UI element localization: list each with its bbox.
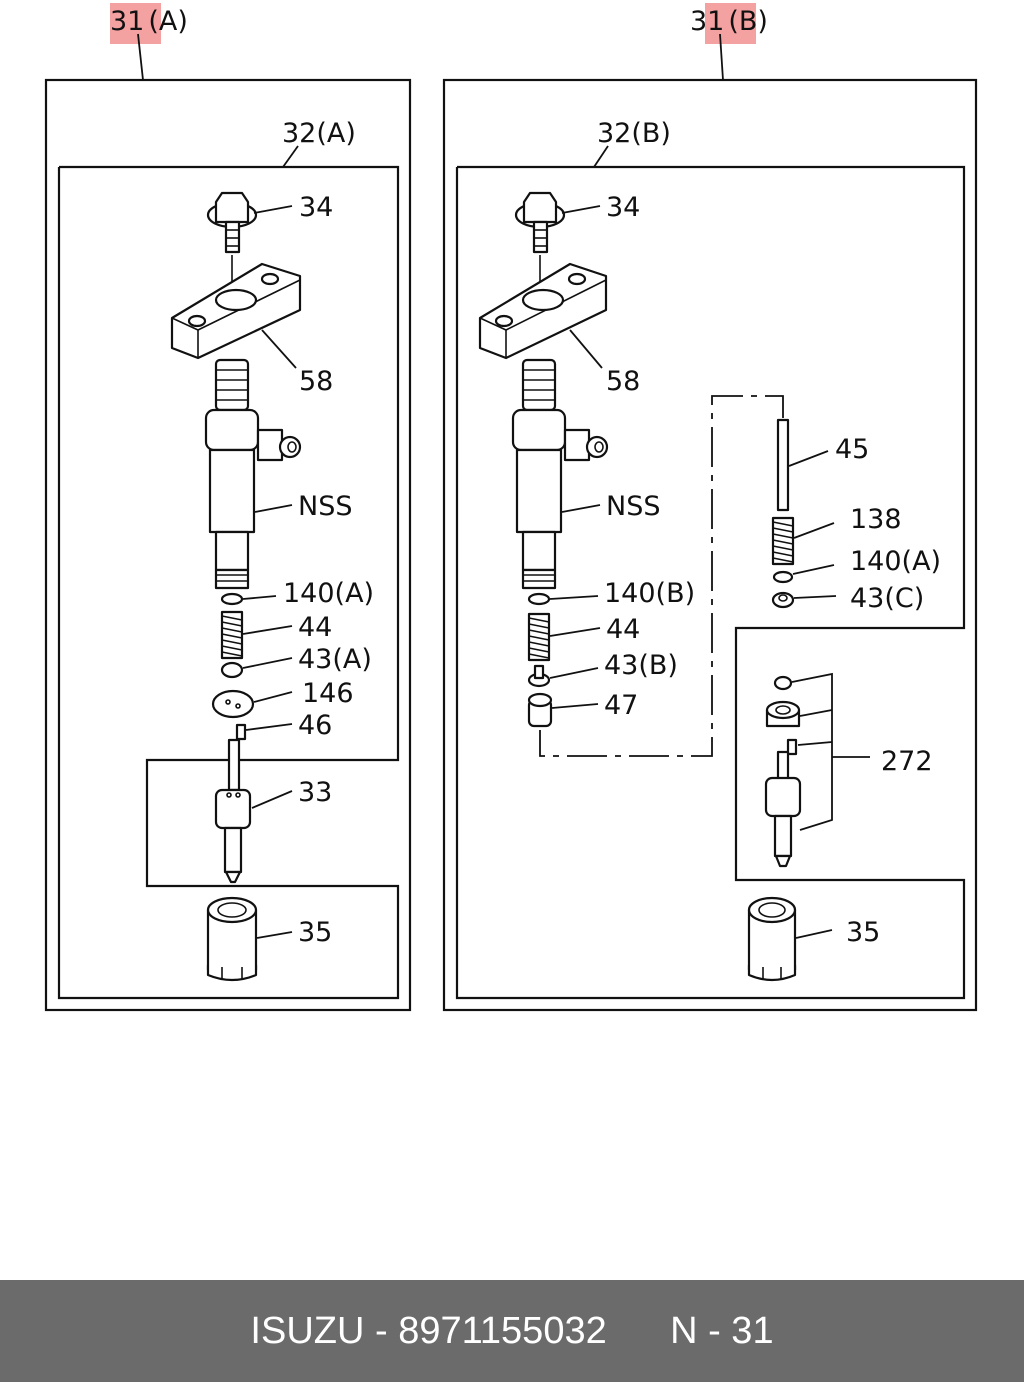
- clamp-58-b: [478, 262, 608, 360]
- plate-146-a: [211, 689, 255, 719]
- label-a-33[interactable]: 33: [298, 777, 332, 808]
- rod-45-b: [776, 418, 790, 512]
- label-b-35[interactable]: 35: [846, 917, 880, 948]
- footer-page-ref: N - 31: [670, 1309, 774, 1352]
- label-a-140a[interactable]: 140(A): [283, 578, 374, 609]
- label-a-58[interactable]: 58: [299, 366, 333, 397]
- footer-brand: ISUZU: [250, 1309, 365, 1352]
- injector-body-a: [204, 358, 302, 590]
- label-a-46[interactable]: 46: [298, 710, 332, 741]
- label-b-34[interactable]: 34: [606, 192, 640, 223]
- label-b-58[interactable]: 58: [606, 366, 640, 397]
- washer-140a-b: [772, 570, 794, 584]
- nut-35-b: [747, 896, 797, 982]
- label-a-146[interactable]: 146: [302, 678, 354, 709]
- panel-31a: 32(A) 34 58: [44, 78, 412, 1012]
- nut-35-a: [206, 896, 258, 982]
- label-31-b[interactable]: 31(B): [690, 6, 768, 37]
- label-a-43a[interactable]: 43(A): [298, 644, 372, 675]
- label-a-35[interactable]: 35: [298, 917, 332, 948]
- footer-spacer: [607, 1310, 670, 1353]
- footer-separator: -: [364, 1309, 399, 1352]
- seat-43b-b: [527, 664, 551, 688]
- seat-43a-a: [220, 661, 244, 679]
- bolt-34-a: [206, 191, 258, 254]
- nozzle-33-a: [214, 738, 252, 884]
- label-31-a[interactable]: 31(A): [110, 6, 188, 37]
- parts-diagram: 31(A) 31(B) 32(A) 34: [44, 3, 978, 1012]
- injector-body-b: [511, 358, 609, 590]
- label-b-138[interactable]: 138: [850, 504, 902, 535]
- part-47-b: [527, 692, 553, 728]
- label-b-43b[interactable]: 43(B): [604, 650, 678, 681]
- clamp-58-a: [170, 262, 302, 360]
- label-a-34[interactable]: 34: [299, 192, 333, 223]
- label-b-45[interactable]: 45: [835, 434, 869, 465]
- label-a-44[interactable]: 44: [298, 612, 332, 643]
- label-b-44[interactable]: 44: [606, 614, 640, 645]
- washer-140b-b: [527, 592, 551, 606]
- spring-44-b: [527, 612, 551, 662]
- label-b-140b[interactable]: 140(B): [604, 578, 695, 609]
- label-b-43c[interactable]: 43(C): [850, 583, 924, 614]
- label-32b[interactable]: 32(B): [597, 118, 671, 149]
- footer-part-number: 8971155032: [398, 1309, 607, 1352]
- washer-140a-a: [220, 592, 244, 606]
- kit-272-b: [764, 675, 802, 868]
- label-b-272[interactable]: 272: [881, 746, 933, 777]
- footer-bar: ISUZU - 8971155032 N - 31: [0, 1280, 1024, 1382]
- label-b-nss[interactable]: NSS: [606, 491, 660, 522]
- bolt-34-b: [514, 191, 566, 254]
- label-b-140a[interactable]: 140(A): [850, 546, 941, 577]
- label-a-nss[interactable]: NSS: [298, 491, 352, 522]
- label-b-47[interactable]: 47: [604, 690, 638, 721]
- seat-43c-b: [771, 591, 795, 609]
- pin-46-a: [235, 723, 247, 741]
- spring-44-a: [220, 610, 244, 660]
- highlight-31b: [705, 3, 756, 44]
- highlight-31a: [110, 3, 161, 44]
- spring-138-b: [771, 516, 795, 566]
- panel-31b: 32(B) 34 58: [442, 78, 978, 1012]
- label-32a[interactable]: 32(A): [282, 118, 356, 149]
